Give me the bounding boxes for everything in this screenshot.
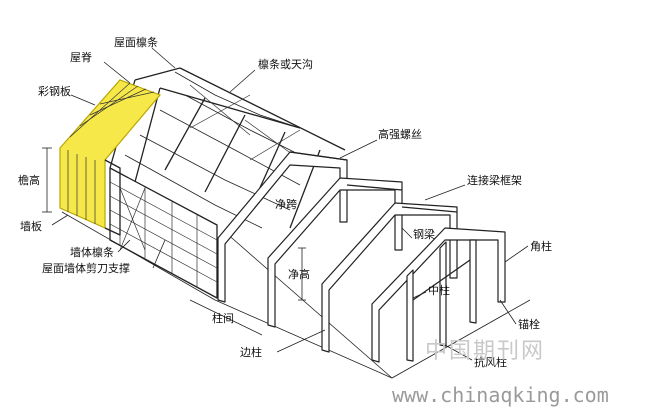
label-eave-height: 檐高 <box>18 173 40 187</box>
portal-frame-3 <box>321 202 458 353</box>
connecting-beams <box>289 151 458 213</box>
label-roof-wall-bracing: 屋面墙体剪刀支撑 <box>42 261 130 275</box>
label-corner-column: 角柱 <box>530 239 552 253</box>
label-color-steel-plate: 彩钢板 <box>38 84 71 98</box>
dimension-eave-height <box>42 147 52 213</box>
watermark-url: www.chinaqking.com <box>392 383 609 407</box>
label-high-strength-bolt: 高强螺丝 <box>378 127 422 141</box>
watermark-cn: 中国期刊网 <box>425 339 545 364</box>
label-anchor-bolt: 锚栓 <box>518 317 540 331</box>
label-connecting-beam-frame: 连接梁框架 <box>467 173 522 187</box>
label-side-column: 边柱 <box>240 345 262 359</box>
dimension-clear-height <box>298 247 306 301</box>
dimension-column-spacing <box>189 299 263 336</box>
label-center-column: 中柱 <box>428 283 450 297</box>
color-steel-panel <box>59 79 162 236</box>
label-ridge: 屋脊 <box>70 50 92 64</box>
label-wall-purlin: 墙体檩条 <box>70 245 114 259</box>
labels: 屋面檩条 屋脊 檩条或天沟 彩钢板 高强螺丝 檐高 连接梁框架 墙板 净跨 钢梁… <box>18 35 552 369</box>
label-steel-beam: 钢梁 <box>413 227 435 241</box>
label-wind-column: 抗风柱 <box>474 355 507 369</box>
label-roof-purlin: 屋面檩条 <box>114 35 158 49</box>
watermark: 中国期刊网 www.chinaqking.com <box>392 339 609 407</box>
wind-columns <box>406 239 477 362</box>
label-clear-span: 净跨 <box>275 197 297 211</box>
label-purlin-gutter: 檩条或天沟 <box>258 57 313 71</box>
label-clear-height: 净高 <box>288 267 310 281</box>
label-column-spacing: 柱间 <box>212 311 234 325</box>
front-end-wall <box>109 167 218 299</box>
label-wall-panel: 墙板 <box>20 219 42 233</box>
portal-frame-4 <box>371 227 506 363</box>
leader-lines <box>51 47 529 361</box>
